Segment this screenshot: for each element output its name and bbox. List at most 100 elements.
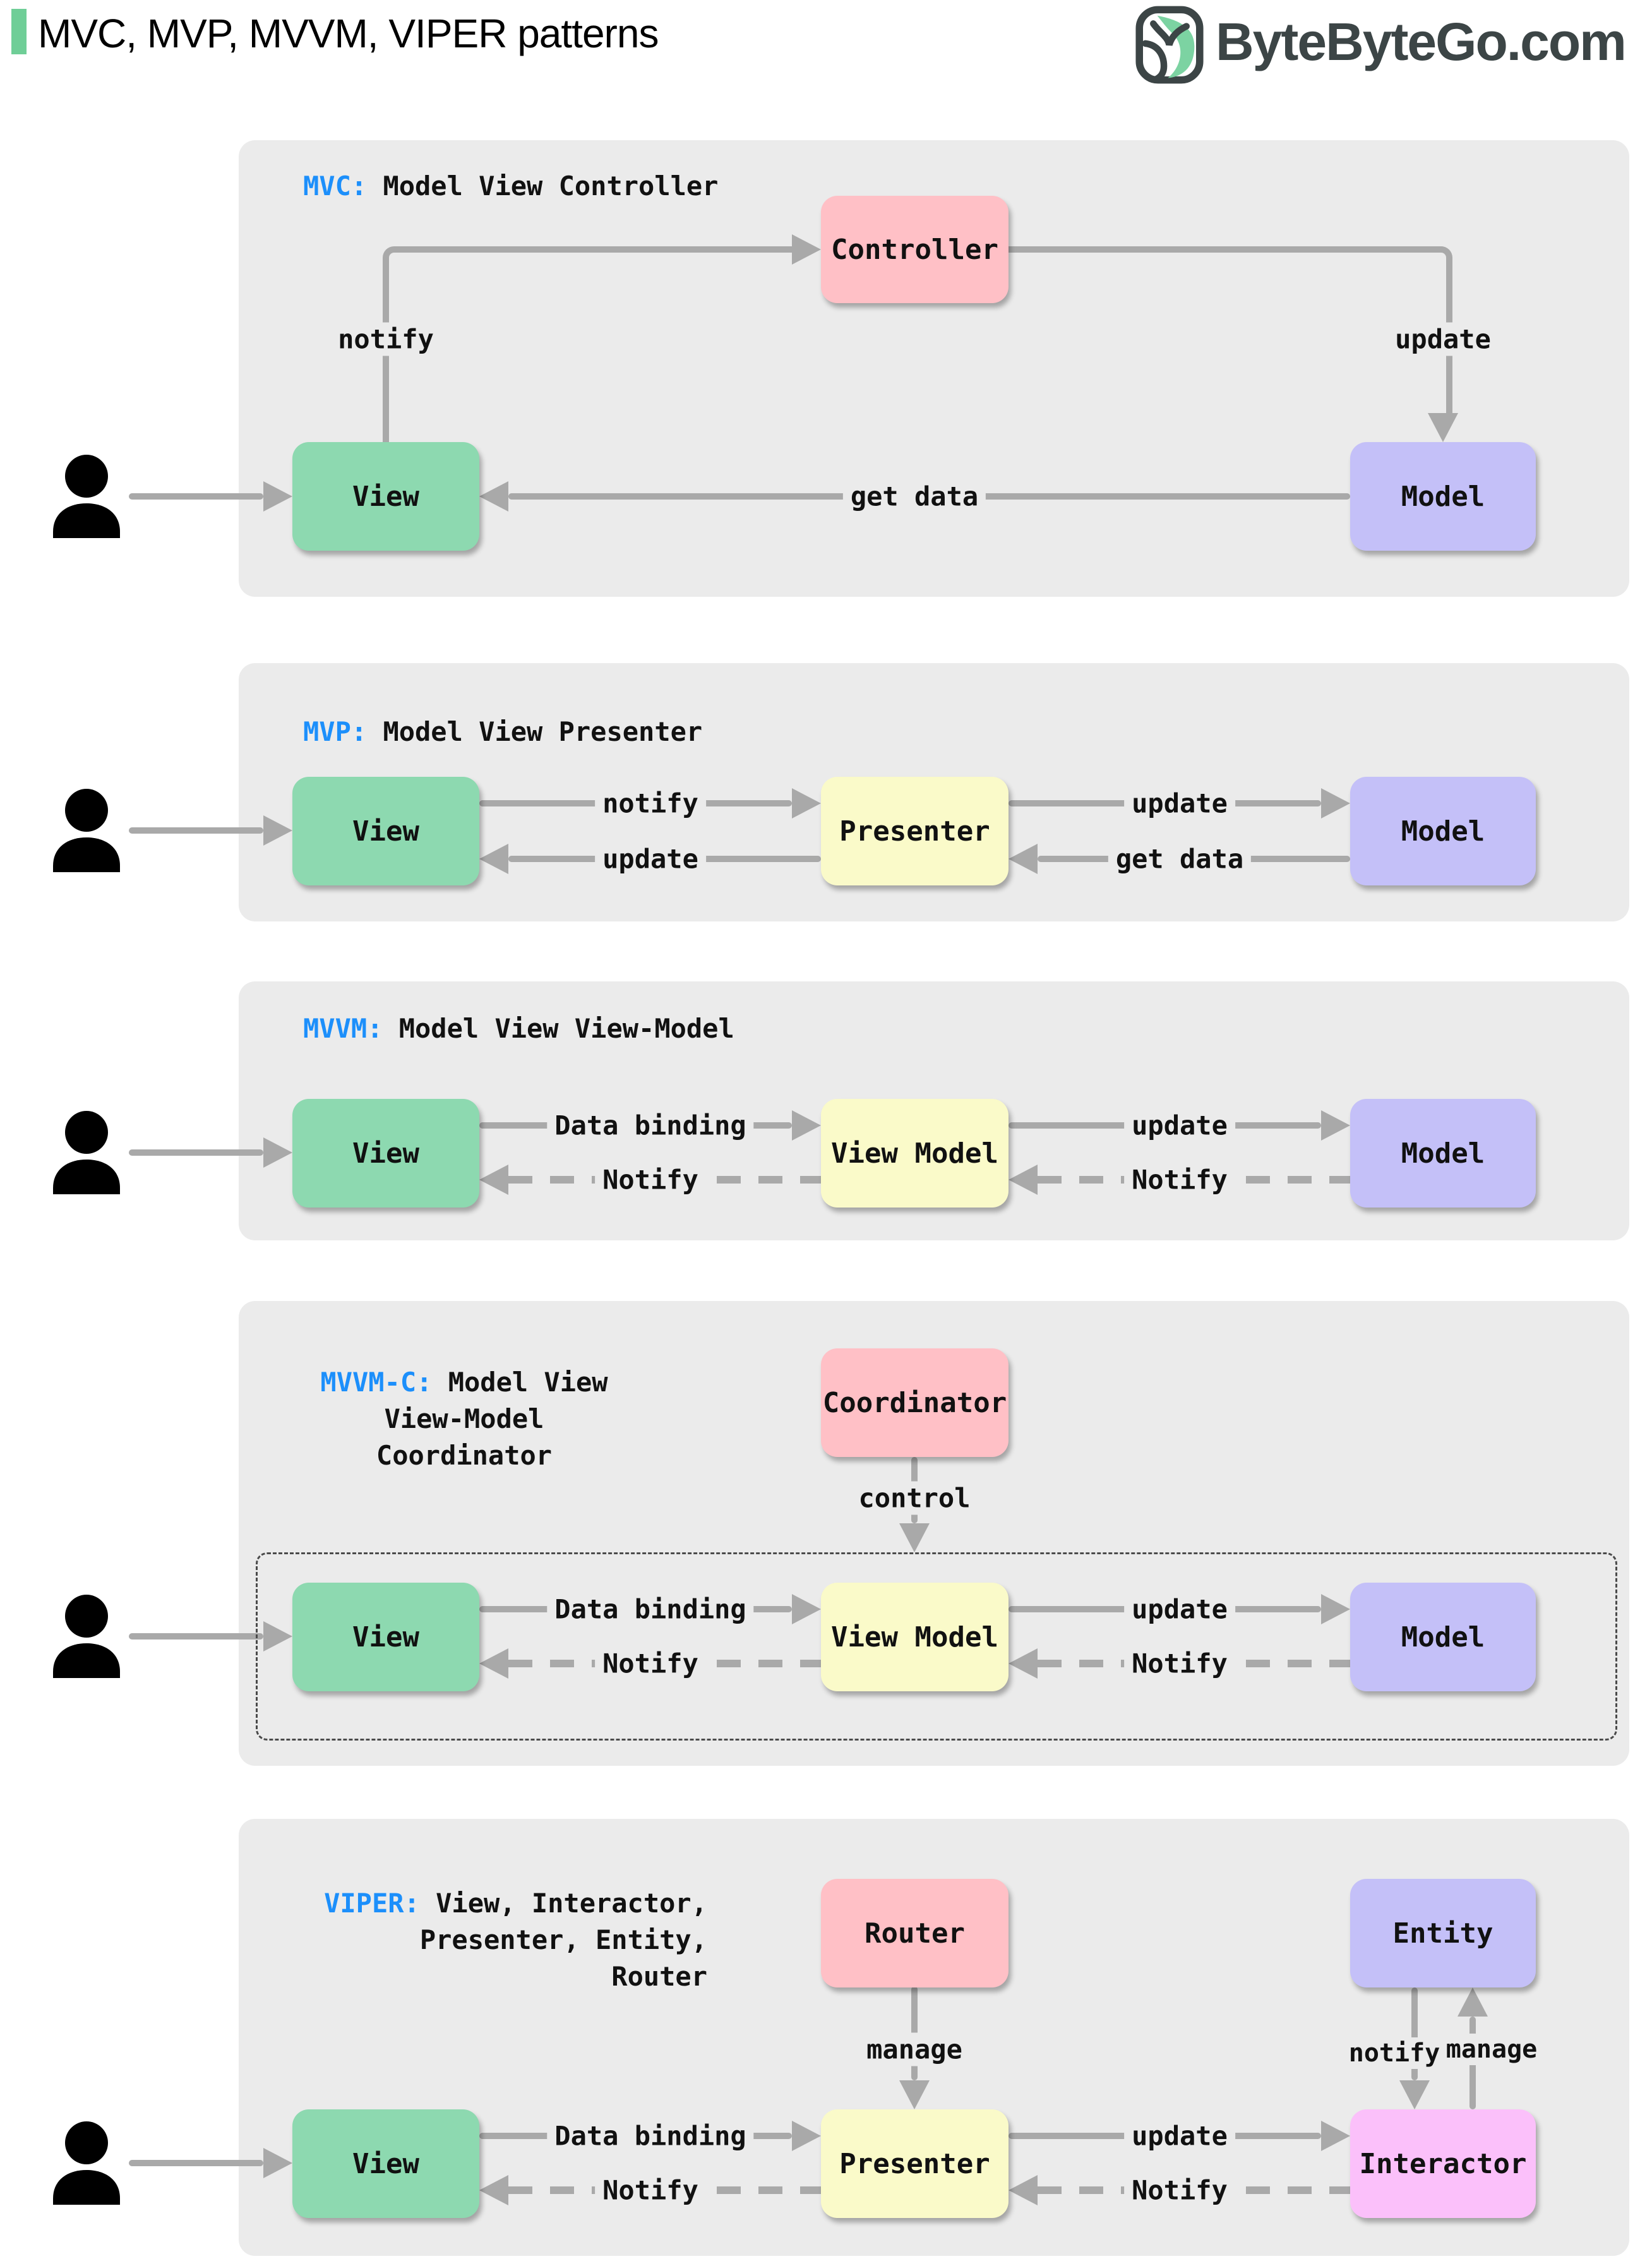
arrowhead	[1321, 1110, 1350, 1141]
mvvm-label-prefix: MVVM:	[303, 1013, 383, 1044]
mvc-update-label: update	[1387, 322, 1499, 356]
user-icon	[53, 789, 120, 872]
interactor-box: Interactor	[1350, 2109, 1536, 2218]
mvvm-c-panel-label: MVVM-C: Model View View-Model Coordinato…	[303, 1364, 625, 1474]
arrowhead	[1457, 1987, 1488, 2017]
mvvm-c-viewmodel-box: View Model	[821, 1583, 1009, 1691]
mvvm-c-notify-label: Notify	[1124, 1646, 1235, 1681]
mvvm-notify-label: Notify	[1124, 1163, 1235, 1197]
arrowhead	[792, 1594, 821, 1624]
mvc-label-prefix: MVC:	[303, 171, 368, 201]
arrowhead	[792, 234, 821, 265]
viper-label-line1: View, Interactor,	[436, 1888, 707, 1919]
mvc-controller-box: Controller	[821, 196, 1009, 303]
mvc-panel-label: MVC: Model View Controller	[303, 168, 718, 205]
mvvm-view-box: View	[292, 1099, 479, 1208]
user-icon	[53, 2121, 120, 2205]
mvp-notify-label: notify	[595, 786, 706, 820]
arrowhead	[479, 1648, 508, 1679]
mvvm-c-label-line1: Model View	[448, 1367, 608, 1398]
mvvm-label-text: Model View View-Model	[398, 1013, 734, 1044]
viper-view-box: View	[292, 2109, 479, 2218]
viper-manage-label: manage	[859, 2032, 970, 2066]
arrowhead	[792, 1110, 821, 1141]
arrowhead	[899, 2080, 930, 2109]
arrowhead	[479, 2175, 508, 2205]
user-icon	[53, 1595, 120, 1678]
mvvm-data-binding-label: Data binding	[547, 1108, 754, 1142]
arrowhead	[479, 844, 508, 874]
mvvm-model-box: Model	[1350, 1099, 1536, 1208]
arrowhead	[899, 1523, 930, 1552]
mvc-view-box: View	[292, 442, 479, 551]
mvc-label-text: Model View Controller	[383, 171, 719, 201]
arrowhead	[1009, 2175, 1038, 2205]
mvvm-c-data-binding-label: Data binding	[547, 1592, 754, 1626]
controller-to-model-line	[1009, 246, 1452, 423]
user-icon	[53, 1111, 120, 1194]
mvvm-notify-label: Notify	[595, 1163, 706, 1197]
viper-update-label: update	[1124, 2119, 1235, 2153]
user-to-view-arrow	[129, 1633, 263, 1640]
viper-presenter-box: Presenter	[821, 2109, 1009, 2218]
arrowhead	[1321, 788, 1350, 818]
mvp-model-box: Model	[1350, 777, 1536, 885]
mvp-update-label: update	[1124, 786, 1235, 820]
mvvm-c-model-box: Model	[1350, 1583, 1536, 1691]
mvvm-panel-label: MVVM: Model View View-Model	[303, 1010, 734, 1047]
viper-notify-label: notify	[1347, 2037, 1442, 2069]
arrowhead	[479, 481, 508, 512]
mvvm-group-dashed-border	[256, 1552, 1617, 1741]
entity-notify-line	[1411, 1987, 1418, 2080]
mvvm-update-label: update	[1124, 1108, 1235, 1142]
mvp-get-data-label: get data	[1108, 842, 1252, 876]
arrowhead	[1009, 1648, 1038, 1679]
mvvm-viewmodel-box: View Model	[821, 1099, 1009, 1208]
mvc-model-box: Model	[1350, 442, 1536, 551]
arrowhead	[263, 1137, 292, 1168]
mvvm-c-view-box: View	[292, 1583, 479, 1691]
arrowhead	[1399, 2080, 1430, 2109]
mvvm-c-label-line3: Coordinator	[376, 1440, 553, 1471]
arrowhead	[1009, 1165, 1038, 1195]
title-accent-bar	[11, 9, 27, 54]
arrowhead	[792, 2121, 821, 2151]
arrowhead	[263, 815, 292, 846]
mvvm-c-label-line2: View-Model	[384, 1403, 544, 1434]
mvp-label-prefix: MVP:	[303, 716, 368, 747]
bytebytego-logo-text: ByteByteGo.com	[1216, 12, 1627, 71]
mvc-get-data-label: get data	[842, 479, 986, 513]
arrowhead	[1428, 413, 1458, 442]
arrowhead	[479, 1165, 508, 1195]
entity-box: Entity	[1350, 1879, 1536, 1987]
page-title: MVC, MVP, MVVM, VIPER patterns	[38, 11, 659, 56]
router-box: Router	[821, 1879, 1009, 1987]
mvp-presenter-box: Presenter	[821, 777, 1009, 885]
viper-data-binding-label: Data binding	[547, 2119, 754, 2153]
viper-label-line2: Presenter, Entity,	[419, 1924, 707, 1955]
user-to-view-arrow	[129, 827, 263, 834]
arrowhead	[1321, 2121, 1350, 2151]
mvc-notify-label: notify	[330, 322, 441, 356]
mvp-panel-label: MVP: Model View Presenter	[303, 714, 702, 750]
arrowhead	[263, 2148, 292, 2178]
mvvm-c-label-prefix: MVVM-C:	[320, 1367, 433, 1398]
user-to-view-arrow	[129, 1149, 263, 1156]
user-to-view-arrow	[129, 2160, 263, 2166]
control-label: control	[851, 1481, 978, 1515]
arrowhead	[1321, 1594, 1350, 1624]
viper-notify-presenter-label: Notify	[1124, 2173, 1235, 2207]
bytebytego-bird-icon	[1135, 6, 1204, 84]
coordinator-box: Coordinator	[821, 1348, 1009, 1457]
viper-notify-view-label: Notify	[595, 2173, 706, 2207]
arrowhead	[263, 1621, 292, 1652]
arrowhead	[792, 788, 821, 818]
user-icon	[53, 455, 120, 538]
viper-label-line3: Router	[611, 1961, 707, 1992]
viper-manage-entity-label: manage	[1444, 2034, 1539, 2065]
arrowhead	[263, 481, 292, 512]
viper-panel-label: VIPER: View, Interactor, Presenter, Enti…	[303, 1885, 707, 1995]
mvvm-c-update-label: update	[1124, 1592, 1235, 1626]
mvvm-c-notify-label: Notify	[595, 1646, 706, 1681]
